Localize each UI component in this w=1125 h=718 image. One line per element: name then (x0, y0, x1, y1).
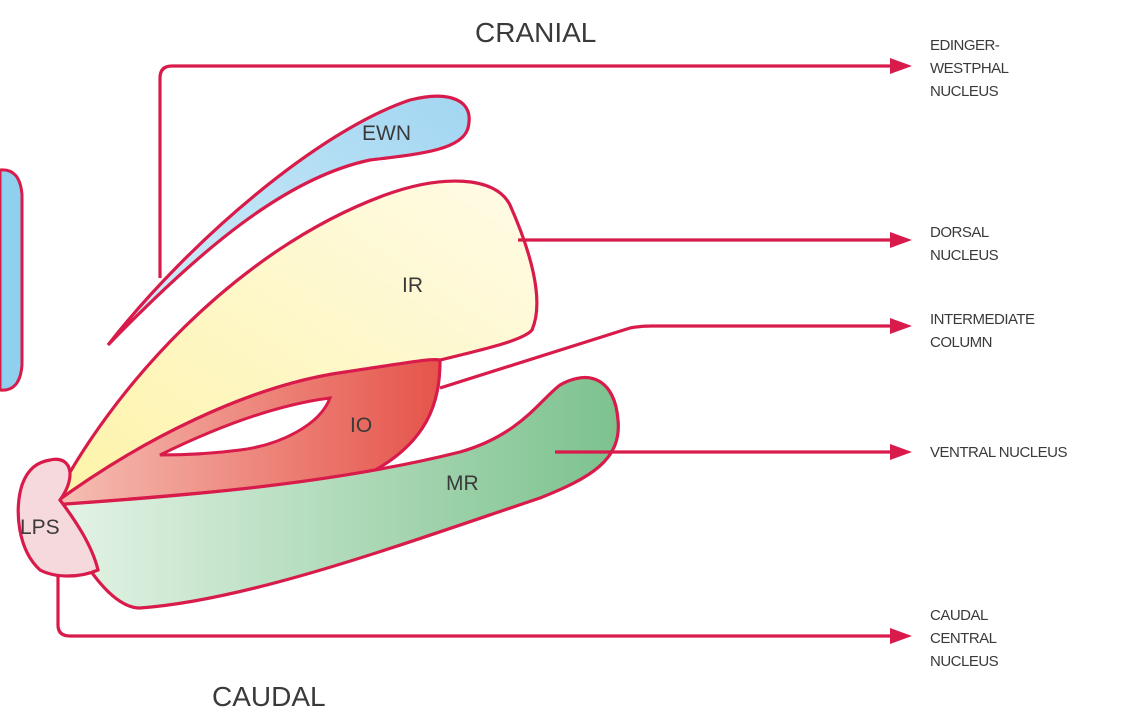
partial-left-structure (0, 170, 22, 390)
ewn-arrowhead (890, 58, 912, 74)
intermediate-arrowhead (890, 318, 912, 334)
caudal-central-nucleus-label: CAUDAL CENTRAL NUCLEUS (930, 607, 1000, 670)
caudal-label: CAUDAL (212, 681, 326, 712)
edinger-westphal-label: EDINGER- WESTPHAL NUCLEUS (930, 37, 1012, 100)
ventral-arrowhead (890, 444, 912, 460)
mr-label: MR (446, 472, 479, 495)
dorsal-nucleus-label: DORSAL NUCLEUS (930, 224, 999, 264)
caudal-central-arrowhead (890, 628, 912, 644)
dorsal-arrowhead (890, 232, 912, 248)
intermediate-column-label: INTERMEDIATE COLUMN (930, 311, 1038, 351)
cranial-label: CRANIAL (475, 17, 596, 48)
io-label: IO (350, 414, 372, 437)
ewn-label: EWN (362, 122, 411, 145)
ventral-nucleus-label: VENTRAL NUCLEUS (930, 444, 1067, 461)
ir-label: IR (402, 274, 423, 297)
lps-label: LPS (20, 516, 60, 539)
